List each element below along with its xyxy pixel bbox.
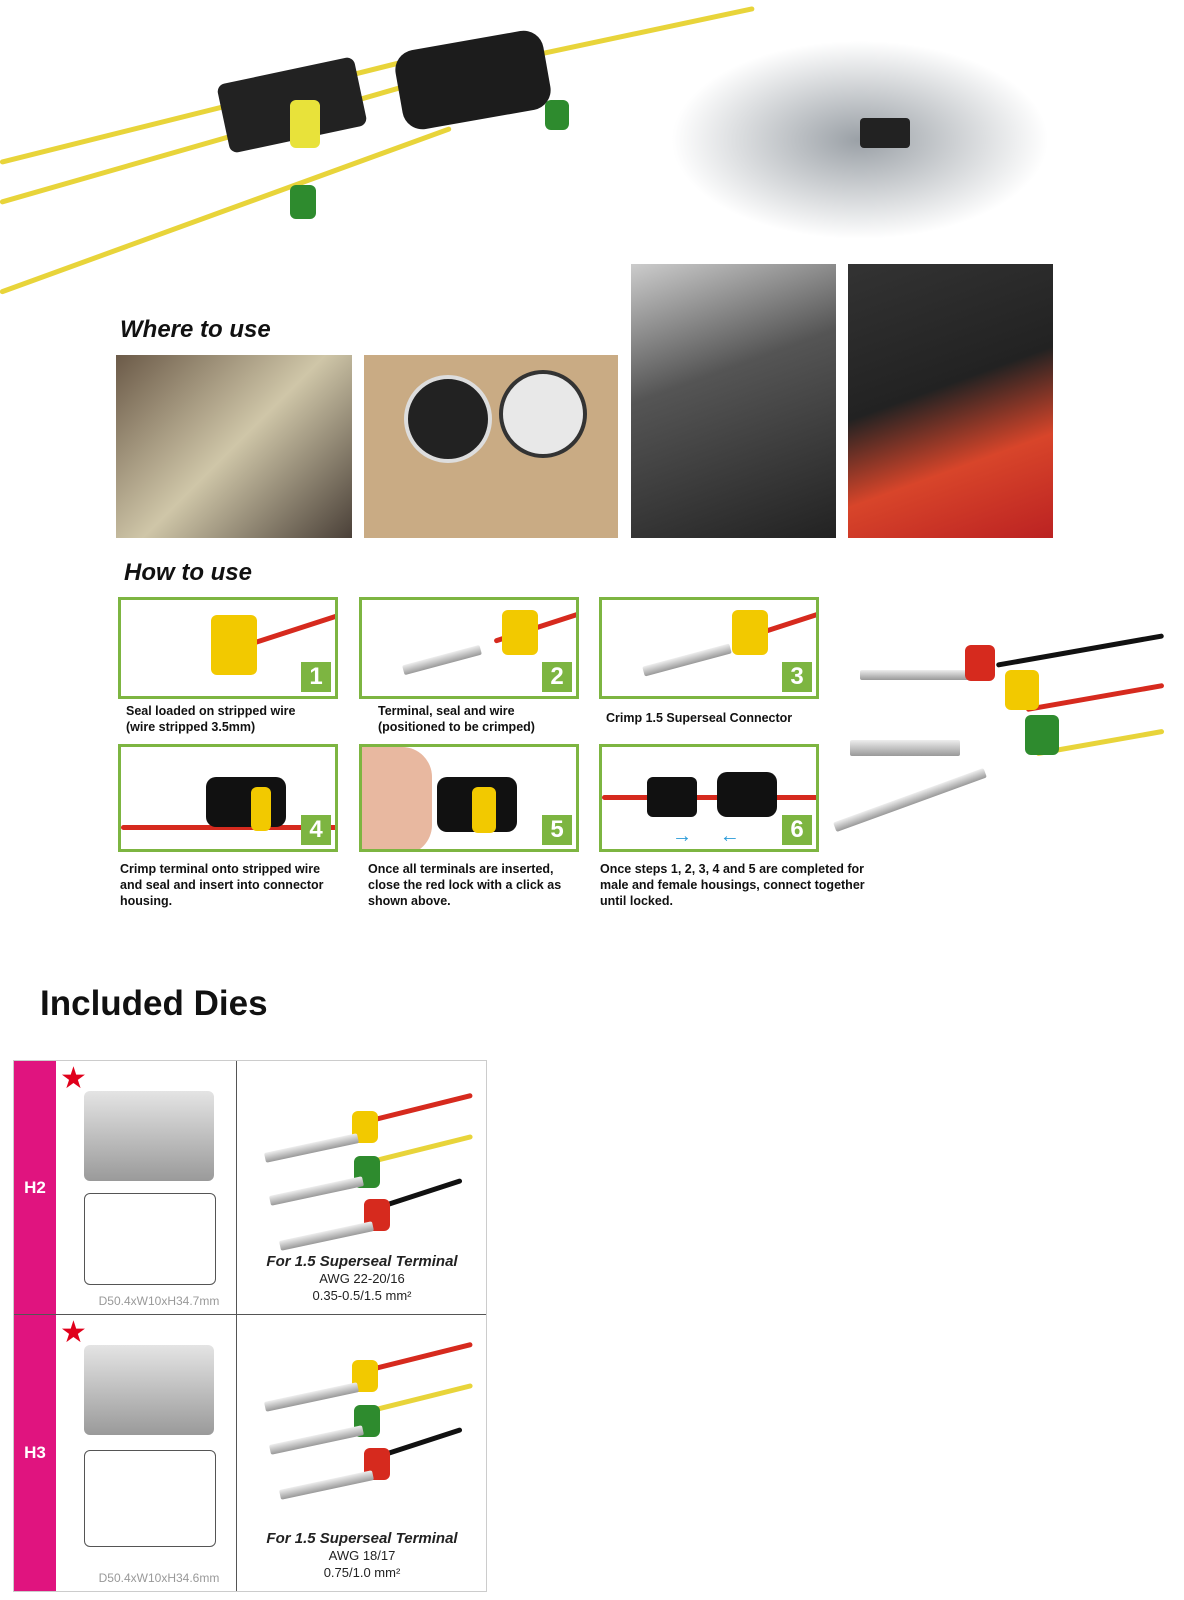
where-to-use-heading: Where to use xyxy=(120,316,271,343)
dies-table: H2 ★ D50.4xW10xH34.7mm For 1.5 Superseal… xyxy=(13,1060,487,1592)
column-divider xyxy=(236,1315,237,1591)
die-photo xyxy=(84,1091,214,1181)
die-photo xyxy=(84,1345,214,1435)
die-dimensions: D50.4xW10xH34.6mm xyxy=(98,1571,220,1585)
terminals-seals-image xyxy=(825,600,1165,850)
motorcycle-frame-photo xyxy=(116,355,352,538)
step-2-image: 2 xyxy=(359,597,579,699)
step-5-image: 5 xyxy=(359,744,579,852)
terminals-image xyxy=(263,1081,474,1251)
step-1-caption: Seal loaded on stripped wire (wire strip… xyxy=(126,704,296,734)
die-dimensions: D50.4xW10xH34.7mm xyxy=(98,1294,220,1308)
die-id-tag: H2 xyxy=(14,1061,56,1314)
step-1-image: 1 xyxy=(118,597,338,699)
step-2-caption: Terminal, seal and wire (positioned to b… xyxy=(378,704,535,734)
star-icon: ★ xyxy=(60,1062,87,1095)
included-dies-heading: Included Dies xyxy=(40,984,268,1023)
step-4-image: 4 xyxy=(118,744,338,852)
step-6-image: → ←6 xyxy=(599,744,819,852)
column-divider xyxy=(236,1061,237,1314)
step-6-caption: Once steps 1, 2, 3, 4 and 5 are complete… xyxy=(600,862,865,908)
step-3-image: 3 xyxy=(599,597,819,699)
die-row-h2: H2 ★ D50.4xW10xH34.7mm For 1.5 Superseal… xyxy=(14,1061,486,1315)
fog-lights-photo xyxy=(364,355,618,538)
star-icon: ★ xyxy=(60,1316,87,1349)
step-4-caption: Crimp terminal onto stripped wire and se… xyxy=(120,862,324,908)
die-row-h3: H3 ★ D50.4xW10xH34.6mm For 1.5 Superseal… xyxy=(14,1315,486,1591)
engine-connector-photo xyxy=(631,264,836,538)
hero-product-image xyxy=(0,0,1060,300)
step-5-caption: Once all terminals are inserted, close t… xyxy=(368,862,562,908)
step-3-caption: Crimp 1.5 Superseal Connector xyxy=(606,711,793,725)
how-to-use-heading: How to use xyxy=(124,559,253,586)
terminals-image xyxy=(263,1330,474,1500)
die-drawing xyxy=(84,1450,216,1547)
die-id-tag: H3 xyxy=(14,1315,56,1591)
engine-wiring-photo xyxy=(848,264,1053,538)
die-drawing xyxy=(84,1193,216,1285)
